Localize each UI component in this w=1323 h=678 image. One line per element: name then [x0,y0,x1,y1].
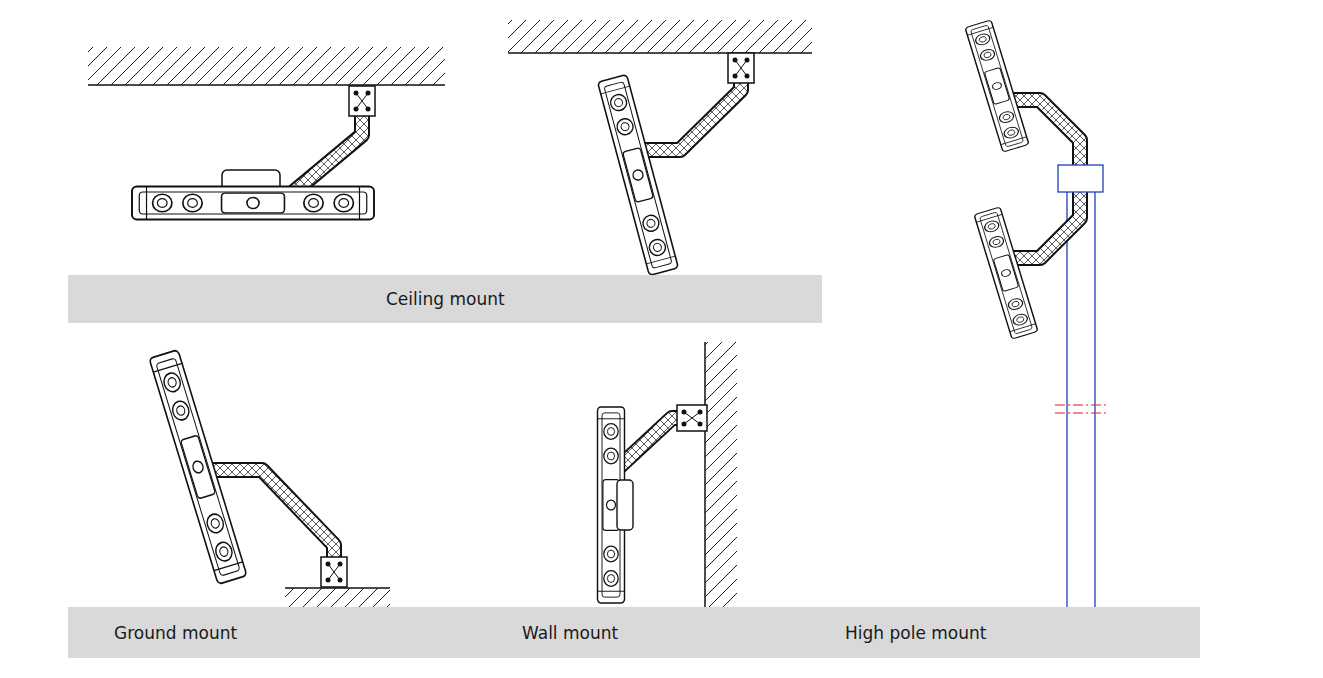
caption-band: Ground mount Wall mount High pole mount [68,607,1200,658]
mount-label: Wall mount [522,623,618,643]
mount-label: Ceiling mount [386,289,505,309]
mount-label: High pole mount [845,623,986,643]
caption-band: Ceiling mount [68,275,822,323]
mount-label: Ground mount [114,623,237,643]
